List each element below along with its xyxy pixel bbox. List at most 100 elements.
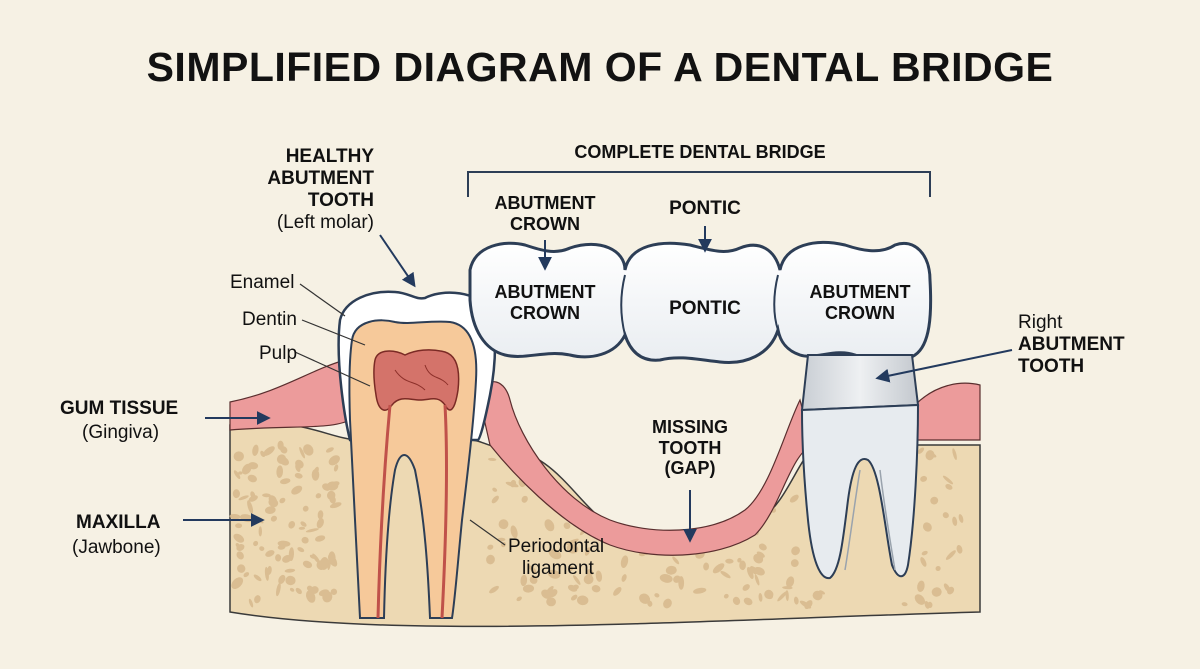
bone-pore [288, 547, 295, 561]
bone-pore [248, 495, 258, 502]
bone-pore [785, 590, 789, 602]
label-abutment-crown-top: ABUTMENT CROWN [494, 193, 596, 234]
bone-pore [621, 574, 627, 582]
bone-pore [720, 570, 731, 579]
bone-pore [275, 582, 281, 597]
label-missing-tooth: MISSING TOOTH (GAP) [651, 417, 728, 479]
bone-pore [572, 584, 579, 590]
bone-pore [315, 535, 326, 542]
bone-pore [300, 521, 307, 527]
bone-pore [758, 543, 767, 551]
bone-pore [238, 471, 243, 475]
bone-pore [492, 487, 498, 492]
bone-pore [620, 555, 629, 569]
bone-pore [302, 560, 313, 569]
bone-pore [275, 554, 282, 562]
bone-pore [956, 544, 963, 554]
bone-pore [265, 550, 275, 557]
bone-pore [566, 538, 579, 546]
bone-pore [529, 576, 538, 584]
bone-pore [791, 546, 800, 556]
bone-pore [267, 565, 272, 575]
bone-pore [505, 481, 519, 488]
bone-pore [522, 584, 535, 593]
bone-pore [298, 526, 306, 530]
bone-pore [921, 550, 928, 556]
bone-pore [665, 565, 677, 575]
bone-pore [486, 554, 495, 565]
bone-pore [654, 593, 660, 598]
bone-pore [319, 557, 329, 570]
label-complete-bridge: COMPLETE DENTAL BRIDGE [574, 142, 826, 162]
bone-pore [276, 454, 287, 464]
bone-pore [238, 495, 249, 501]
label-enamel: Enamel [230, 272, 295, 293]
bone-pore [280, 446, 288, 454]
bone-pore [945, 483, 953, 490]
bone-pore [920, 475, 928, 482]
bone-pore [753, 566, 765, 576]
bone-pore [328, 455, 340, 466]
bone-pore [328, 551, 336, 564]
left-tooth-canal-1 [376, 404, 392, 619]
bone-pore [958, 514, 964, 523]
label-periodontal-ligament: Periodontal ligament [508, 536, 605, 579]
bone-pore [935, 565, 941, 572]
bone-pore [263, 446, 275, 456]
bone-pore [325, 447, 334, 453]
bone-pore [333, 464, 339, 472]
leader-dentin [301, 319, 366, 346]
bone-pore [284, 568, 296, 573]
bone-pore [236, 551, 244, 560]
bone-pore [247, 500, 254, 514]
bone-pore [295, 587, 302, 595]
bone-pore [295, 459, 304, 469]
gum-tissue-middle [477, 381, 813, 556]
bone-pore [693, 587, 707, 594]
bone-pore [279, 497, 286, 504]
bone-pore [330, 588, 338, 595]
leader-pulp [294, 351, 371, 387]
bone-pore [254, 595, 261, 604]
bone-pore [231, 577, 244, 589]
bone-pore [541, 589, 552, 599]
bone-pore [510, 525, 518, 539]
bone-pore [491, 495, 499, 504]
bone-pore [285, 575, 296, 586]
bone-pore [489, 585, 499, 594]
gum-tissue-right [914, 382, 981, 441]
right-abutment-core [800, 354, 920, 412]
bone-pore [232, 489, 241, 499]
bone-pore [303, 444, 314, 456]
bone-pore [487, 544, 494, 550]
page-title: SIMPLIFIED DIAGRAM OF A DENTAL BRIDGE [146, 44, 1054, 90]
bone-pore [952, 448, 957, 461]
bone-pore [924, 601, 930, 609]
bone-pore [566, 543, 579, 554]
bone-pore [922, 522, 932, 532]
bone-pore [233, 470, 241, 479]
arrow-healthy-abutment [379, 234, 416, 288]
bone-pore [914, 594, 926, 605]
label-dentin: Dentin [242, 309, 297, 330]
bone-pore [703, 562, 710, 571]
bone-pore [297, 547, 305, 553]
bone-pore [756, 551, 765, 558]
bone-pore [243, 572, 250, 578]
bone-pore [570, 594, 578, 601]
bone-pore [277, 540, 291, 547]
bone-pore [253, 540, 259, 547]
label-crown-right: ABUTMENT CROWN [809, 282, 911, 323]
bone-pore [302, 505, 309, 512]
label-pontic-top: PONTIC [669, 198, 741, 219]
label-jawbone: (Jawbone) [72, 537, 161, 558]
bone-pore [329, 502, 342, 509]
bone-pore [673, 575, 681, 583]
bone-pore [301, 536, 309, 544]
bone-pore [264, 506, 276, 514]
right-root-canal [844, 469, 896, 571]
bone-pore [323, 591, 332, 601]
bone-pore [917, 580, 925, 592]
bone-pore [786, 576, 795, 588]
